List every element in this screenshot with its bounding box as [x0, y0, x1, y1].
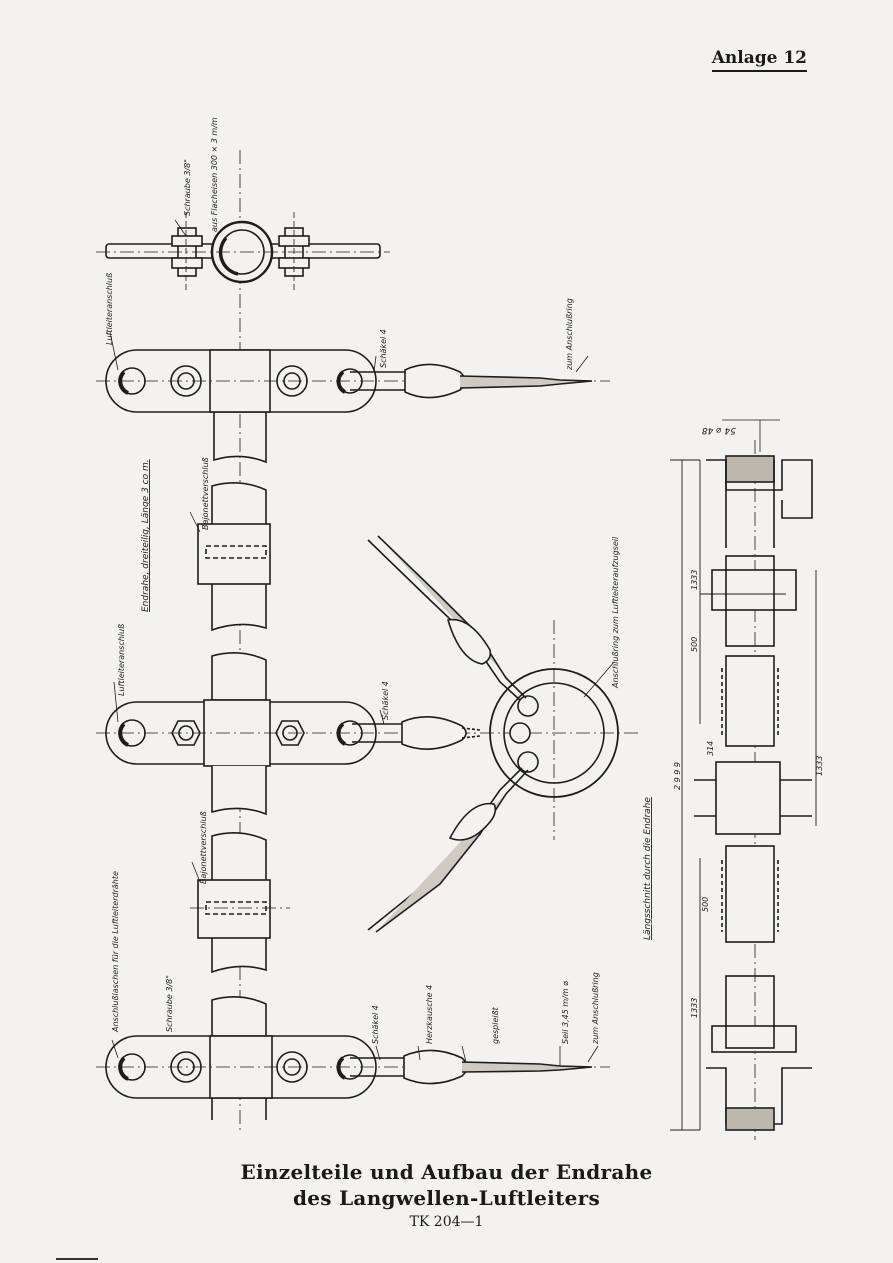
- doc-number: TK 204—1: [409, 1214, 484, 1230]
- label-schaekel-2: Schäkel 4: [381, 681, 390, 720]
- label-zum-anschlussring-2: zum Anschlußring: [591, 972, 600, 1045]
- label-luftleiteranschluss-1: Luftleiteranschluß: [105, 273, 114, 345]
- dim-500a: 500: [690, 637, 699, 652]
- label-zum-anschlussring-1: zum Anschlußring: [565, 298, 574, 371]
- label-anschlusslaschen: Anschlußlaschen für die Luftleiterdrähte: [111, 871, 120, 1033]
- label-seil: Seil 3,45 m/m ⌀: [561, 981, 570, 1044]
- upper-strap-assembly: [96, 349, 610, 464]
- label-anschlussring-note: Anschlußring zum Luftleiteraufzugseil: [611, 536, 620, 689]
- label-bajonett-1: Bajonettverschluß: [201, 457, 210, 530]
- label-flacheisen: aus Flacheisen 300 × 3 m/m: [210, 117, 219, 232]
- lower-strap-assembly: [96, 996, 610, 1120]
- label-luftleiteranschluss-2: Luftleiteranschluß: [117, 624, 126, 696]
- dim-top: 54 ⌀ 48: [702, 425, 736, 435]
- dim-500b: 500: [701, 897, 710, 912]
- dim-314: 314: [706, 741, 715, 756]
- longitudinal-section: [670, 419, 817, 1140]
- upper-bayonet: [197, 482, 271, 632]
- footer-rule: [56, 1258, 98, 1260]
- label-endrahe-note: Endrahe, dreiteilig, Länge 3 co m.: [141, 459, 151, 612]
- center-assembly: [96, 535, 640, 933]
- dim-2999: 2 9 9 9: [673, 762, 682, 790]
- label-schaekel-3: Schäkel 4: [371, 1005, 380, 1044]
- label-schraube-top: Schraube 3/8": [183, 159, 192, 216]
- label-schraube-bottom: Schraube 3/8": [165, 975, 174, 1032]
- technical-drawing: aus Flacheisen 300 × 3 m/m Schraube 3/8"…: [96, 117, 824, 1140]
- label-bajonett-2: Bajonettverschluß: [199, 811, 208, 884]
- label-schaekel-1: Schäkel 4: [379, 329, 388, 368]
- dim-1333b: 1333: [815, 756, 824, 776]
- label-gespleisst: gespleißt: [491, 1006, 500, 1044]
- lower-bayonet: [190, 832, 290, 974]
- dim-1333a: 1333: [690, 570, 699, 590]
- leader-lines: [109, 219, 615, 1066]
- caption-line-2: des Langwellen-Luftleiters: [292, 1186, 601, 1210]
- caption-line-1: Einzelteile und Aufbau der Endrahe: [240, 1160, 653, 1184]
- top-clamp: [96, 150, 390, 1130]
- label-herzkausche: Herzkausche 4: [425, 985, 434, 1044]
- dim-1333c: 1333: [690, 998, 699, 1018]
- label-laengsschnitt: Längsschnitt durch die Endrahe: [643, 797, 653, 940]
- annex-label: Anlage 12: [711, 48, 807, 72]
